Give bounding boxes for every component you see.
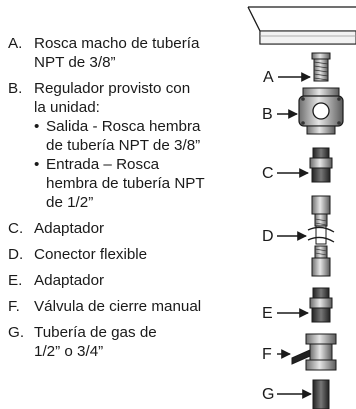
legend-text-f: Válvula de cierre manual (34, 297, 256, 316)
part-f-shutoff-valve (291, 333, 337, 371)
part-e-adapter (309, 287, 333, 323)
part-b-regulator (298, 87, 344, 135)
part-g-gas-pipe (312, 379, 330, 409)
regulator-thread-list: Salida - Rosca hembra de tubería NPT de … (34, 117, 256, 212)
legend-key-e: E. (8, 272, 23, 289)
callout-label-b: B (262, 106, 273, 123)
legend-item-g: G. Tubería de gas de 1/2” o 3/4” (8, 323, 256, 361)
regulator-outlet-item: Salida - Rosca hembra de tubería NPT de … (34, 117, 256, 155)
legend-line: Salida - Rosca hembra (46, 118, 201, 135)
parts-legend: A. Rosca macho de tubería NPT de 3/8” B.… (8, 34, 256, 368)
legend-line: Regulador provisto con (34, 80, 191, 97)
legend-line: Adaptador (34, 220, 105, 237)
legend-item-e: E. Adaptador (8, 271, 256, 290)
callouts: A B C D E F G (262, 69, 312, 403)
legend-line: la unidad: (34, 99, 100, 116)
callout-label-f: F (262, 346, 272, 363)
legend-text-b: Regulador provisto con la unidad: Salida… (34, 79, 256, 212)
part-a-thread-nipple (311, 52, 331, 82)
legend-line: Adaptador (34, 272, 105, 289)
part-c-adapter (309, 147, 333, 183)
legend-item-f: F. Válvula de cierre manual (8, 297, 256, 316)
legend-key-f: F. (8, 298, 20, 315)
legend-item-b: B. Regulador provisto con la unidad: Sal… (8, 79, 256, 212)
legend-key-a: A. (8, 35, 23, 52)
legend-text-d: Conector flexible (34, 245, 256, 264)
legend-text-e: Adaptador (34, 271, 256, 290)
callout-label-c: C (262, 165, 274, 182)
callout-label-a: A (263, 69, 274, 86)
legend-key-c: C. (8, 220, 24, 237)
legend-key-d: D. (8, 246, 24, 263)
legend-item-c: C. Adaptador (8, 219, 256, 238)
legend-line: Conector flexible (34, 246, 148, 263)
callout-label-e: E (262, 305, 273, 322)
appliance-housing (247, 6, 356, 45)
legend-text-c: Adaptador (34, 219, 256, 238)
legend-text-a: Rosca macho de tubería NPT de 3/8” (34, 34, 256, 72)
legend-item-a: A. Rosca macho de tubería NPT de 3/8” (8, 34, 256, 72)
legend-key-b: B. (8, 80, 23, 97)
part-d-flexible-connector (307, 195, 335, 277)
legend-line: Válvula de cierre manual (34, 298, 202, 315)
legend-line: Tubería de gas de (34, 324, 157, 341)
legend-line: Entrada – Rosca (46, 156, 160, 173)
legend-item-d: D. Conector flexible (8, 245, 256, 264)
legend-key-g: G. (8, 324, 25, 341)
legend-text-g: Tubería de gas de 1/2” o 3/4” (34, 323, 256, 361)
legend-line: de 1/2” (46, 194, 94, 211)
regulator-inlet-item: Entrada – Rosca hembra de tubería NPT de… (34, 155, 256, 212)
legend-line: Rosca macho de tubería (34, 35, 200, 52)
callout-label-g: G (262, 386, 274, 403)
legend-line: 1/2” o 3/4” (34, 343, 104, 360)
legend-line: de tubería NPT de 3/8” (46, 137, 201, 154)
legend-line: hembra de tubería NPT (46, 175, 205, 192)
legend-line: NPT de 3/8” (34, 54, 116, 71)
callout-label-d: D (262, 228, 274, 245)
